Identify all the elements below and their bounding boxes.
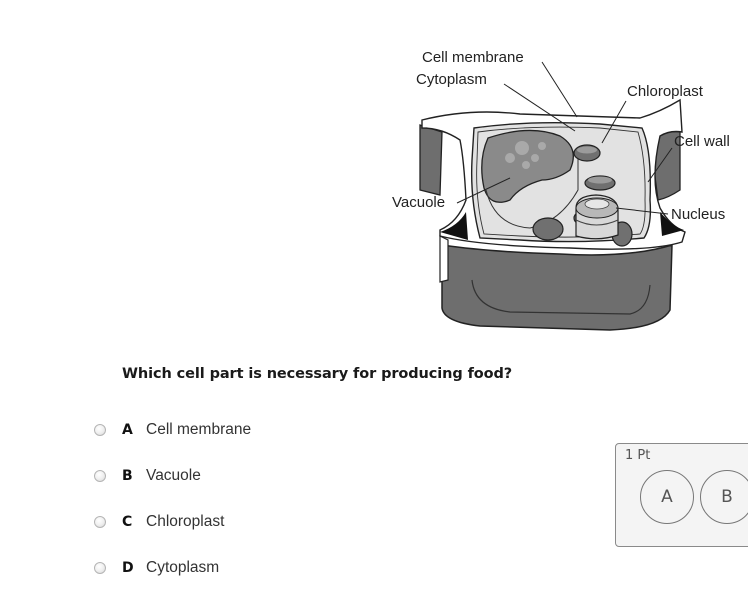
option-text: Vacuole	[146, 467, 201, 484]
option-letter: B	[122, 468, 133, 484]
cell-wall-left	[419, 124, 443, 196]
label-chloroplast: Chloroplast	[627, 83, 704, 100]
option-c[interactable]: C Chloroplast	[94, 512, 224, 532]
label-cytoplasm: Cytoplasm	[416, 71, 487, 88]
label-cell-membrane: Cell membrane	[422, 49, 524, 66]
points-label: 1 Pt	[625, 448, 651, 463]
label-nucleus: Nucleus	[671, 206, 725, 223]
radio-button[interactable]	[94, 424, 106, 436]
label-cell-wall: Cell wall	[674, 133, 730, 150]
option-letter: D	[122, 560, 134, 576]
option-letter: C	[122, 514, 133, 530]
option-text: Cytoplasm	[146, 559, 220, 576]
radio-button[interactable]	[94, 516, 106, 528]
score-box: 1 Pt A B	[615, 443, 748, 547]
option-d[interactable]: D Cytoplasm	[94, 558, 219, 578]
radio-button[interactable]	[94, 562, 106, 574]
option-a[interactable]: A Cell membrane	[94, 420, 251, 440]
score-choice-a[interactable]: A	[640, 470, 694, 524]
score-choice-b[interactable]: B	[700, 470, 748, 524]
option-text: Chloroplast	[146, 513, 225, 530]
option-letter: A	[122, 422, 133, 438]
chloroplast	[532, 217, 564, 241]
label-vacuole: Vacuole	[392, 194, 445, 211]
plant-cell-diagram: Cell membrane Cytoplasm Chloroplast Cell…	[380, 40, 748, 340]
question-text: Which cell part is necessary for produci…	[122, 366, 513, 382]
option-text: Cell membrane	[146, 421, 252, 438]
cell-wall-bottom	[441, 243, 673, 331]
radio-button[interactable]	[94, 470, 106, 482]
option-b[interactable]: B Vacuole	[94, 466, 201, 486]
